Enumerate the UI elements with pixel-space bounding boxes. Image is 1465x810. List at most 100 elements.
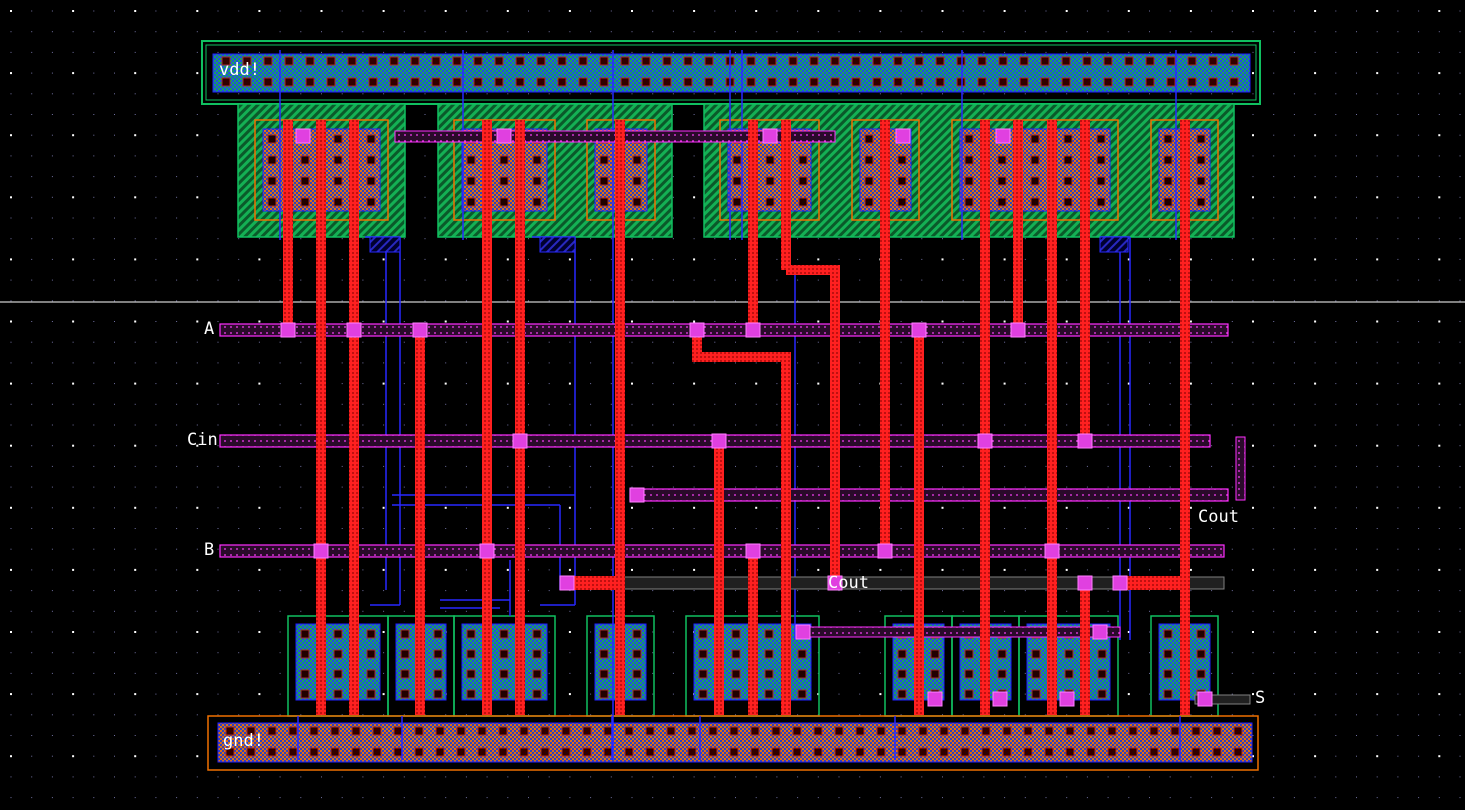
grid-dot [528, 341, 529, 343]
grid-dot [1314, 134, 1317, 137]
grid-dot [155, 507, 157, 509]
grid-dot [93, 114, 95, 115]
grid-dot [817, 506, 820, 509]
grid-dot [72, 631, 75, 633]
grid-dot [279, 507, 281, 509]
poly-gate[interactable] [349, 120, 359, 715]
contact [1166, 56, 1176, 66]
grid-dot [465, 383, 467, 385]
grid-dot [755, 341, 757, 343]
poly-gate[interactable] [1180, 120, 1190, 715]
grid-dot [735, 528, 736, 529]
cell-layout[interactable] [201, 40, 1261, 771]
poly-gate[interactable] [482, 120, 492, 715]
grid-dot [735, 797, 736, 799]
grid-dot [1314, 238, 1316, 240]
poly-gate[interactable] [880, 120, 890, 551]
grid-dot [1211, 776, 1213, 778]
poly-gate[interactable] [748, 551, 758, 715]
bus-cout-jog[interactable] [1235, 436, 1246, 501]
grid-dot [383, 93, 385, 95]
grid-dot [776, 321, 778, 322]
contact [599, 629, 609, 639]
grid-dot [1231, 238, 1233, 240]
grid-dot [1335, 403, 1337, 405]
contact [1023, 726, 1033, 736]
contact [914, 77, 924, 87]
grid-dot [693, 320, 696, 323]
poly-gate[interactable] [316, 120, 326, 715]
grid-dot [93, 321, 95, 322]
poly-gate[interactable] [283, 120, 293, 330]
grid-dot [569, 279, 571, 281]
grid-dot [1273, 465, 1275, 467]
poly-gate[interactable] [692, 330, 702, 357]
grid-dot [1293, 548, 1295, 550]
grid-dot [569, 31, 571, 33]
contact [1128, 747, 1138, 757]
poly-gate[interactable] [830, 270, 840, 583]
grid-dot [1066, 238, 1068, 240]
grid-dot [238, 714, 240, 716]
grid-dot [1231, 569, 1233, 571]
contact [1096, 134, 1106, 144]
poly-gate[interactable] [415, 330, 425, 715]
grid-dot [1376, 176, 1378, 178]
poly-gate[interactable] [1080, 120, 1090, 441]
grid-dot [507, 238, 509, 240]
grid-dot [900, 321, 902, 322]
bus-nmos-link[interactable] [799, 626, 1121, 638]
grid-dot [176, 93, 178, 95]
poly-gate[interactable] [615, 120, 625, 715]
poly-gate[interactable] [515, 120, 525, 715]
grid-dot [176, 528, 178, 529]
poly-gate[interactable] [1013, 120, 1023, 330]
grid-dot [155, 155, 157, 157]
grid-dot [93, 445, 95, 447]
bus-a[interactable] [219, 323, 1229, 337]
contact [433, 629, 443, 639]
grid-dot [1086, 31, 1088, 33]
contact [1208, 77, 1218, 87]
grid-dot [1397, 693, 1399, 695]
grid-dot [569, 797, 571, 799]
poly-gate[interactable] [1047, 120, 1057, 715]
grid-dot [134, 465, 136, 467]
grid-dot [817, 258, 820, 261]
poly-gate[interactable] [1080, 583, 1090, 715]
poly-gate[interactable] [714, 441, 724, 715]
poly-gate[interactable] [980, 120, 990, 715]
grid-dot [341, 279, 343, 281]
poly-gate[interactable] [781, 120, 791, 270]
grid-dot [31, 797, 33, 799]
poly-gate[interactable] [914, 330, 924, 715]
grid-dot [196, 444, 199, 447]
grid-dot [1356, 714, 1357, 716]
grid-dot [962, 569, 964, 571]
bus-s[interactable] [1194, 694, 1251, 705]
grid-dot [1376, 362, 1378, 364]
grid-dot [1356, 693, 1357, 695]
grid-dot [1293, 569, 1295, 571]
poly-gate[interactable] [748, 120, 758, 330]
grid-dot [1003, 382, 1006, 385]
grid-dot [569, 465, 571, 467]
grid-dot [279, 631, 281, 633]
grid-dot [859, 652, 861, 654]
contact [603, 726, 613, 736]
grid-dot [258, 528, 260, 529]
grid-dot [610, 403, 612, 405]
grid-dot [797, 321, 799, 322]
contact [267, 134, 277, 144]
grid-dot [1335, 196, 1337, 198]
poly-gate[interactable] [781, 357, 791, 715]
contact [939, 726, 949, 736]
grid-dot [735, 403, 736, 405]
contact [263, 56, 273, 66]
contact [1196, 155, 1206, 165]
grid-dot [1273, 134, 1275, 136]
grid-dot [921, 93, 923, 95]
contact [1149, 747, 1159, 757]
grid-dot [1438, 238, 1440, 240]
